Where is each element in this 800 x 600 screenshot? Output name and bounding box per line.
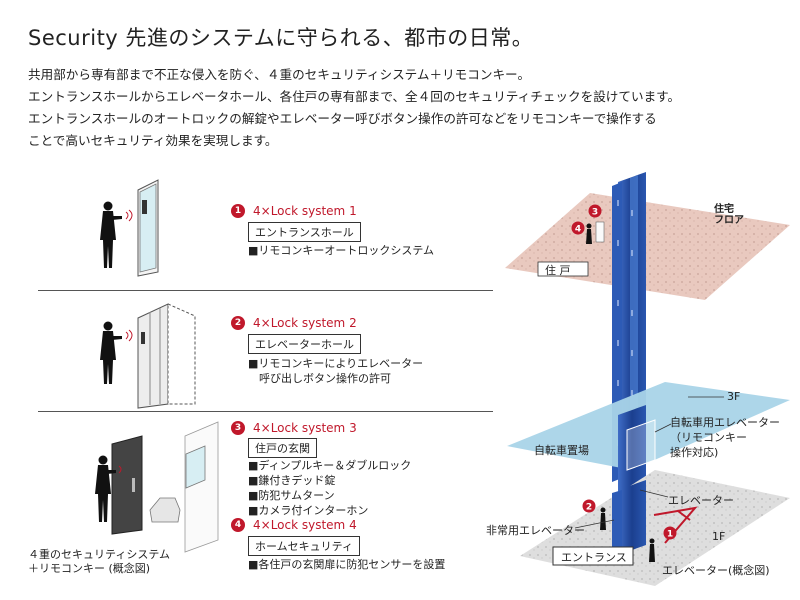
page-title: Security 先進のシステムに守られる、都市の日常。 [28,26,534,50]
number-badge: 4 [231,518,245,532]
person-unit-door-illustration [95,421,219,553]
resident-figure-icon [586,223,592,229]
lock-system-name: 4×Lock system 3 [253,421,357,435]
label-line: フロア [714,215,744,226]
emergency-elevator-label: 非常用エレベーター [486,524,585,537]
desc-line: ■鎌付きデッド錠 [248,474,336,487]
section-divider [38,290,493,291]
marker-3: 3 [592,208,598,218]
number-badge: 2 [231,316,245,330]
label-line: 住宅 [714,204,734,215]
label-line: 自転車用エレベーター [670,416,780,429]
floor-3f-label: 3F [727,390,741,403]
unit-box [537,261,589,277]
unit-door-icon [595,221,605,243]
floor-1f-label: 1F [712,530,726,543]
floor-3f-plane [507,382,790,470]
elevator-label: エレベーター [668,494,734,507]
intro-line: 共用部から専有部まで不正な侵入を防ぐ、４重のセキュリティシステム＋リモコンキー。 [28,67,531,82]
lock-system-1-heading: 1 4×Lock system 1 [231,204,357,218]
marker-4: 4 [575,225,581,235]
lock-system-2-heading: 2 4×Lock system 2 [231,316,357,330]
place-label-elevator-hall: エレベーターホール [248,334,361,354]
desc-line: ■ディンプルキー＆ダブルロック [248,459,412,472]
intro-line: エントランスホールのオートロックの解錠やエレベーター呼びボタン操作の許可などをリ… [28,111,657,126]
lock-system-4-heading: 4 4×Lock system 4 [231,518,357,532]
entrance-box [552,546,634,566]
intro-text: 共用部から専有部まで不正な侵入を防ぐ、４重のセキュリティシステム＋リモコンキー。… [28,64,788,152]
unit-label: 住 戸 [545,264,571,277]
residential-floor-plane [505,193,790,300]
caption-line: ４重のセキュリティシステム [28,548,171,561]
marker-1: 1 [667,530,673,540]
desc-line: ■リモコンキーによりエレベーター [248,357,424,370]
lock-system-desc: ■リモコンキーによりエレベーター 呼び出しボタン操作の許可 [248,356,423,386]
desc-line: ■防犯サムターン [248,489,335,502]
resident-figure-icon [649,538,655,544]
number-badge: 1 [231,204,245,218]
intro-line: エントランスホールからエレベータホール、各住戸の専有部まで、全４回のセキュリティ… [28,89,681,104]
left-caption: ４重のセキュリティシステム ＋リモコンキー (概念図) [28,548,170,576]
place-label-unit-entrance: 住戸の玄関 [248,438,317,458]
number-badge: 3 [231,421,245,435]
person-entrance-illustration [100,179,159,277]
person-elevator-hall-illustration [100,303,196,409]
label-line: 操作対応) [670,446,719,459]
desc-line: 呼び出しボタン操作の許可 [248,372,391,385]
diagram-caption: エレベーター(概念図) [662,564,770,577]
section-divider [38,411,493,412]
residential-floor-label: 住宅 フロア [714,204,744,226]
lock-system-desc: ■各住戸の玄関扉に防犯センサーを設置 [248,557,445,572]
lock-system-desc: ■ディンプルキー＆ダブルロック ■鎌付きデッド錠 ■防犯サムターン ■カメラ付イ… [248,458,411,518]
lock-system-name: 4×Lock system 4 [253,518,357,532]
place-label-home-security: ホームセキュリティ [248,536,361,556]
lock-system-name: 4×Lock system 2 [253,316,357,330]
intro-line: ことで高いセキュリティ効果を実現します。 [28,133,278,148]
caption-line: ＋リモコンキー (概念図) [28,562,151,575]
bicycle-storage-label: 自転車置場 [534,444,589,457]
desc-line: ■各住戸の玄関扉に防犯センサーを設置 [248,558,446,571]
entrance-label: エントランス [561,551,627,564]
resident-figure-icon [600,507,606,513]
lock-system-name: 4×Lock system 1 [253,204,357,218]
marker-2: 2 [586,503,592,513]
lock-system-desc: ■リモコンキーオートロックシステム [248,243,434,258]
lock-system-3-heading: 3 4×Lock system 3 [231,421,357,435]
bicycle-elevator-label: 自転車用エレベーター （リモコンキー 操作対応) [670,415,780,460]
desc-line: ■カメラ付インターホン [248,504,369,517]
diagram-markers [571,204,677,540]
place-label-entrance-hall: エントランスホール [248,222,361,242]
label-line: （リモコンキー [670,431,747,444]
desc-line: ■リモコンキーオートロックシステム [248,244,435,257]
